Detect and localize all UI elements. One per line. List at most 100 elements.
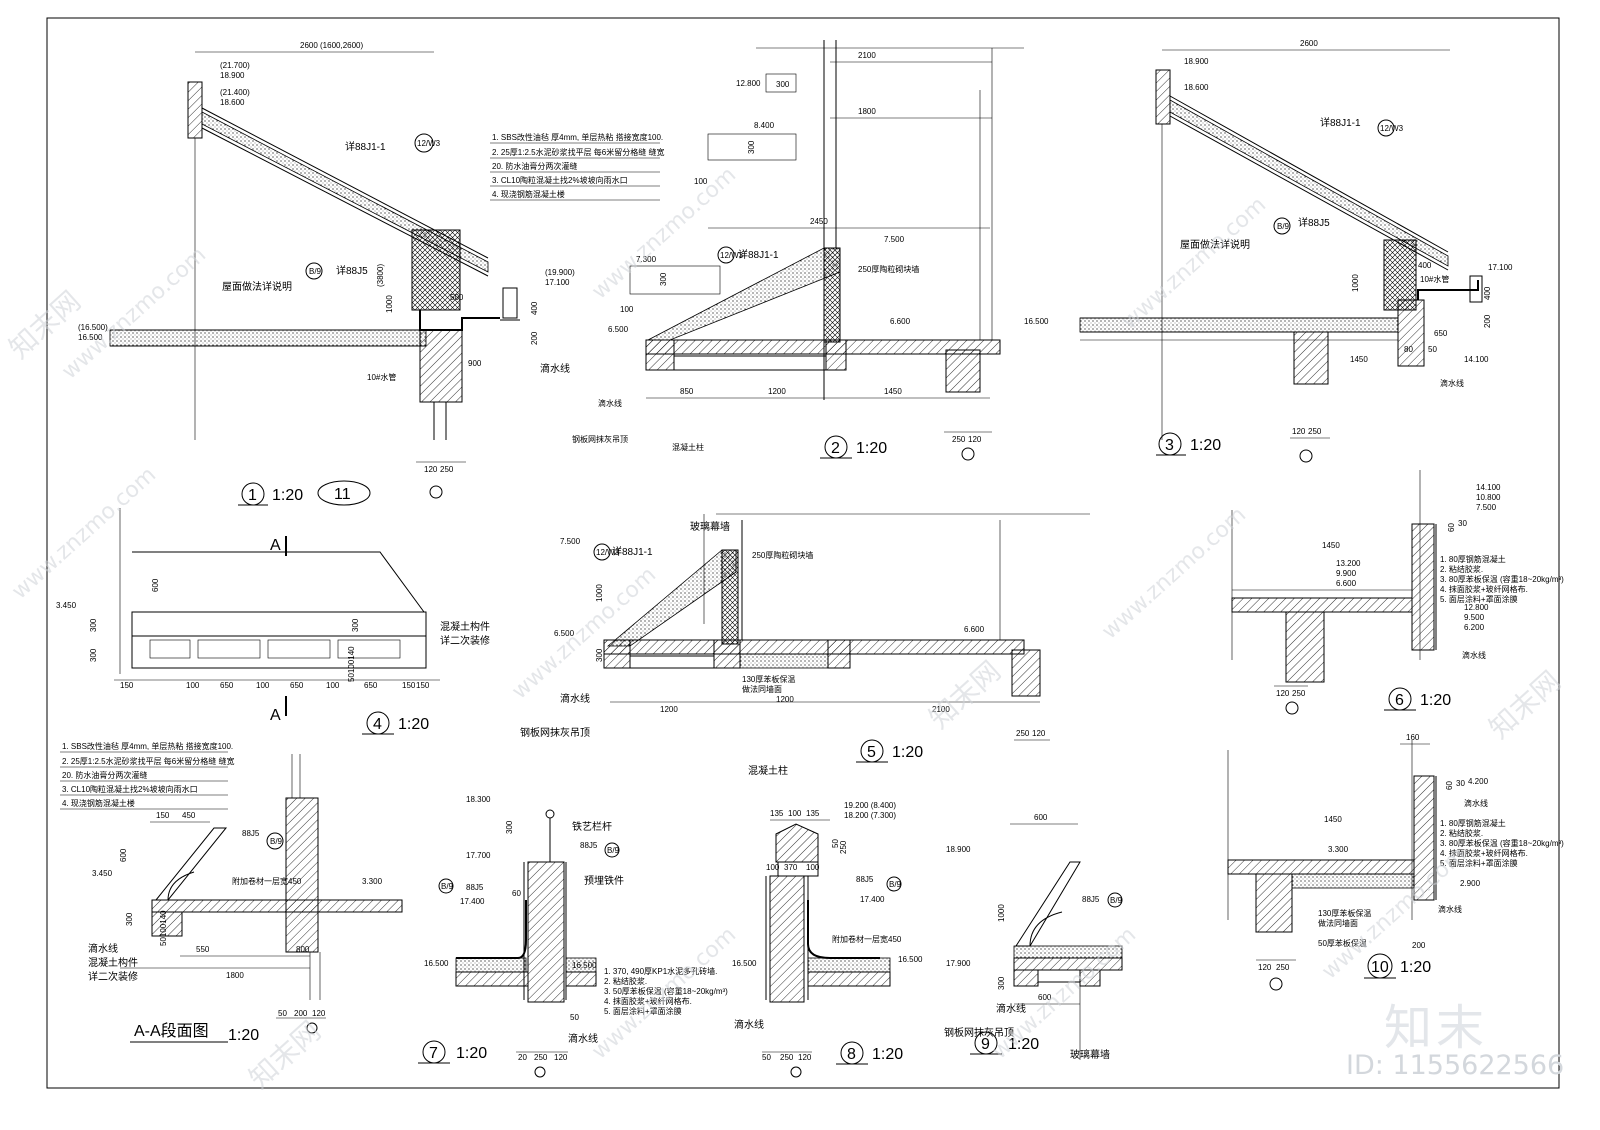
svg-text:附加卷材一层宽450: 附加卷材一层宽450 (832, 934, 902, 944)
svg-text:(21.700): (21.700) (220, 61, 250, 70)
title-7: 7 1:20 (418, 1040, 487, 1064)
svg-text:300: 300 (89, 618, 98, 632)
svg-text:B/9: B/9 (607, 846, 620, 855)
svg-text:17.400: 17.400 (460, 897, 485, 906)
svg-text:1. 80厚钢筋混凝土: 1. 80厚钢筋混凝土 (1440, 554, 1506, 564)
svg-text:250: 250 (1292, 689, 1306, 698)
svg-text:2450: 2450 (810, 217, 828, 226)
title-4: 4 1:20 (362, 711, 429, 735)
svg-text:250厚陶粒砌块墙: 250厚陶粒砌块墙 (752, 550, 813, 560)
svg-text:13.200: 13.200 (1336, 559, 1361, 568)
svg-text:详88J1-1: 详88J1-1 (1320, 116, 1361, 129)
detail-5: 玻璃幕墙 7.500 详88J1-1 12/W3 250厚陶粒砌块墙 1000 … (520, 513, 1090, 777)
svg-text:B/9: B/9 (270, 837, 283, 846)
svg-text:8: 8 (847, 1046, 856, 1063)
svg-text:3. 80厚苯板保温 (容重18~20kg/m³): 3. 80厚苯板保温 (容重18~20kg/m³) (1440, 574, 1564, 584)
svg-text:滴水线: 滴水线 (1438, 904, 1462, 914)
svg-text:650: 650 (364, 681, 378, 690)
svg-text:详88J1-1: 详88J1-1 (738, 248, 779, 261)
svg-text:88J5: 88J5 (856, 875, 874, 884)
svg-text:60: 60 (512, 889, 521, 898)
svg-text:滴水线: 滴水线 (996, 1002, 1026, 1015)
svg-text:14.100: 14.100 (1464, 355, 1489, 364)
title-5: 5 1:20 (856, 739, 923, 763)
svg-text:300: 300 (659, 272, 668, 286)
svg-text:600: 600 (119, 848, 128, 862)
svg-text:300: 300 (351, 618, 360, 632)
svg-text:88J5: 88J5 (580, 841, 598, 850)
svg-text:知末网: 知末网 (1483, 664, 1568, 745)
svg-text:1000: 1000 (1351, 274, 1360, 292)
svg-text:混凝土柱: 混凝土柱 (748, 764, 788, 777)
svg-text:屋面做法详说明: 屋面做法详说明 (1180, 238, 1250, 251)
svg-text:详二次装修: 详二次装修 (440, 634, 490, 647)
svg-text:250: 250 (839, 840, 848, 854)
svg-text:300: 300 (776, 80, 790, 89)
svg-text:30: 30 (1456, 779, 1465, 788)
svg-text:100: 100 (620, 305, 634, 314)
svg-text:6: 6 (1395, 692, 1404, 709)
svg-text:2. 25厚1:2.5水泥砂浆找平层 每6米留分格缝 缝宽: 2. 25厚1:2.5水泥砂浆找平层 每6米留分格缝 缝宽 (62, 756, 234, 766)
svg-text:1450: 1450 (1322, 541, 1340, 550)
svg-text:16.500: 16.500 (732, 959, 757, 968)
svg-text:5. 面层涂料+罩面涂膜: 5. 面层涂料+罩面涂膜 (1440, 858, 1518, 868)
svg-text:4. 现浇钢筋混凝土楼: 4. 现浇钢筋混凝土楼 (492, 189, 565, 199)
detail-2: 2100 1800 12.800 300 8.400 300 100 2450 … (572, 40, 1024, 461)
label-roof: 屋面做法详说明 (222, 280, 292, 293)
svg-text:钢板网抹灰吊顶: 钢板网抹灰吊顶 (520, 726, 590, 739)
title-aa: A-A段面图 1:20 (130, 1022, 259, 1044)
svg-text:160: 160 (1406, 733, 1420, 742)
svg-text:135: 135 (806, 809, 820, 818)
svg-text:7.500: 7.500 (884, 235, 905, 244)
svg-text:1. 370, 490厚KP1水泥多孔砖墙.: 1. 370, 490厚KP1水泥多孔砖墙. (604, 966, 717, 976)
svg-text:4: 4 (373, 716, 382, 733)
svg-text:8.400: 8.400 (754, 121, 775, 130)
svg-text:3.300: 3.300 (1328, 845, 1349, 854)
title-8: 8 1:20 (836, 1041, 903, 1065)
svg-text:150: 150 (402, 681, 416, 690)
svg-text:150: 150 (156, 811, 170, 820)
svg-text:3: 3 (1165, 437, 1174, 454)
svg-text:3.300: 3.300 (362, 877, 383, 886)
svg-text:400: 400 (1483, 286, 1492, 300)
svg-text:详88J5: 详88J5 (1298, 216, 1330, 229)
svg-text:www.znzmo.com: www.znzmo.com (987, 922, 1141, 1064)
svg-text:混凝土构件: 混凝土构件 (440, 620, 490, 633)
svg-text:50: 50 (278, 1009, 287, 1018)
svg-text:7: 7 (429, 1045, 438, 1062)
svg-text:300: 300 (89, 648, 98, 662)
svg-text:4. 现浇钢筋混凝土楼: 4. 现浇钢筋混凝土楼 (62, 798, 135, 808)
svg-text:18.300: 18.300 (466, 795, 491, 804)
svg-text:做法同墙面: 做法同墙面 (742, 684, 782, 694)
svg-text:1:20: 1:20 (228, 1027, 259, 1044)
detail-7: 18.300 300 17.700 铁艺栏杆 88J5 B/9 预埋铁件 88J… (418, 795, 728, 1078)
svg-text:混凝土柱: 混凝土柱 (672, 442, 704, 452)
svg-text:150: 150 (416, 681, 430, 690)
svg-text:9: 9 (981, 1036, 990, 1053)
svg-text:135: 135 (770, 809, 784, 818)
svg-text:16.500: 16.500 (424, 959, 449, 968)
svg-text:14.100: 14.100 (1476, 483, 1501, 492)
svg-text:1:20: 1:20 (272, 487, 303, 504)
svg-text:12/W3: 12/W3 (596, 548, 620, 557)
svg-text:500: 500 (450, 293, 464, 302)
svg-text:B/9: B/9 (1277, 222, 1290, 231)
svg-text:1. 80厚钢筋混凝土: 1. 80厚钢筋混凝土 (1440, 818, 1506, 828)
svg-text:做法同墙面: 做法同墙面 (1318, 918, 1358, 928)
svg-text:6.200: 6.200 (1464, 623, 1485, 632)
svg-text:18.900: 18.900 (220, 71, 245, 80)
svg-text:250: 250 (780, 1053, 794, 1062)
svg-text:120: 120 (798, 1053, 812, 1062)
svg-text:12/W3: 12/W3 (1380, 124, 1404, 133)
svg-text:1200: 1200 (660, 705, 678, 714)
title-2: 2 1:20 (820, 435, 887, 459)
svg-text:B/9: B/9 (1110, 896, 1123, 905)
svg-text:120: 120 (1292, 427, 1306, 436)
svg-text:12/W3: 12/W3 (720, 251, 744, 260)
dim-top: 2600 (1600,2600) (300, 41, 364, 50)
svg-text:B/9: B/9 (889, 880, 902, 889)
svg-text:300: 300 (505, 820, 514, 834)
svg-text:20. 防水油膏分两次灌缝: 20. 防水油膏分两次灌缝 (492, 161, 577, 171)
svg-text:60: 60 (1447, 523, 1456, 532)
